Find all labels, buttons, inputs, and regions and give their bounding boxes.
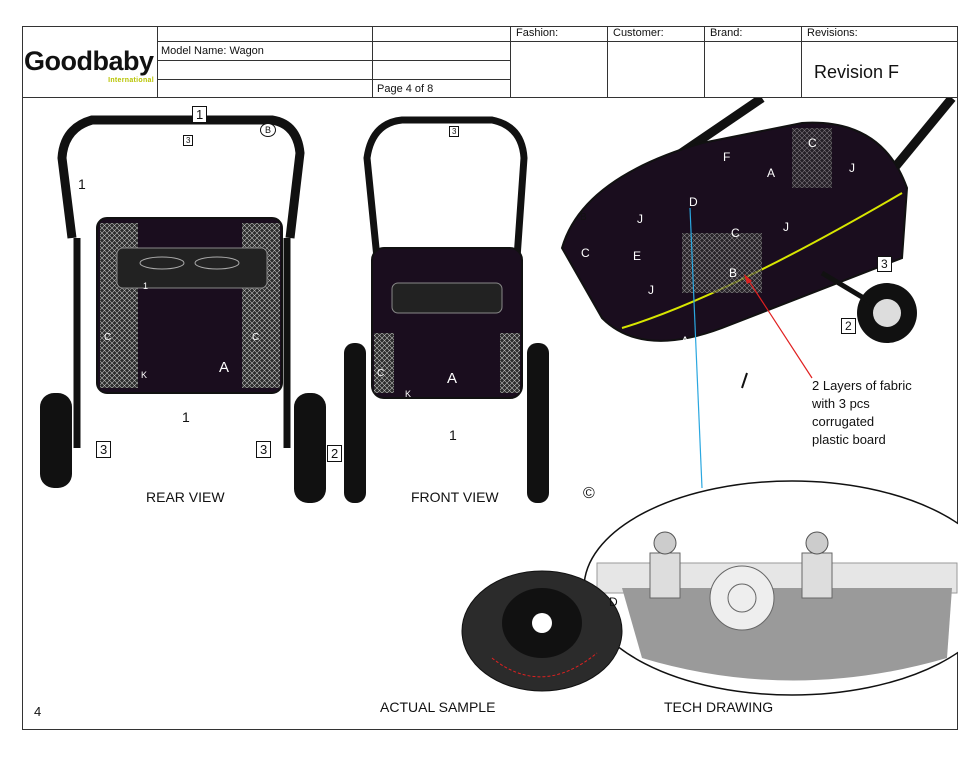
callout-B-rear: B <box>260 123 277 137</box>
callout-3-front-top: 3 <box>449 126 460 137</box>
callout-K-rear: K <box>141 370 148 380</box>
callout-1-rear-tray: 1 <box>143 281 149 291</box>
callout-B-angled-left: B <box>580 212 587 223</box>
customer-label: Customer: <box>613 27 664 39</box>
revision-value: Revision F <box>814 62 900 82</box>
angled-view-drawing <box>560 98 956 389</box>
title-block: Goodbaby International Model Name: Wagon… <box>22 26 958 98</box>
fashion-label: Fashion: <box>516 27 559 39</box>
callout-C-front: C <box>377 368 385 379</box>
callout-D-angled: D <box>689 195 698 209</box>
front-view-label: FRONT VIEW <box>411 489 499 505</box>
page-frame <box>22 26 958 730</box>
callout-2-rear: 2 <box>327 445 343 462</box>
brand-label: Brand: <box>710 27 743 39</box>
copyright-mark: © <box>583 485 595 502</box>
callout-1-rear-bottom: 1 <box>182 409 190 425</box>
red-arrow <box>746 277 813 379</box>
callout-J-angled-bottom: J <box>648 283 654 297</box>
goodbaby-logo: Goodbaby International <box>24 46 156 86</box>
fabric-note-line4: plastic board <box>812 432 886 447</box>
callout-J-angled-right: J <box>849 161 855 175</box>
callout-A-angled-bottom: A <box>681 334 690 348</box>
fabric-note-line2: with 3 pcs <box>812 396 870 411</box>
callout-C-angled-mid: C <box>731 226 740 240</box>
logo-subtext: International <box>108 77 154 84</box>
fabric-note: 2 Layers of fabric with 3 pcs corrugated… <box>812 377 912 449</box>
page-indicator: Page 4 of 8 <box>377 83 434 95</box>
actual-sample-photo <box>461 570 623 692</box>
callout-3-angled: 3 <box>877 256 892 272</box>
actual-sample-label: ACTUAL SAMPLE <box>380 699 496 715</box>
callout-B-angled: B <box>729 266 738 280</box>
callout-C-rear-right: C <box>252 332 260 343</box>
blue-arrow <box>689 207 703 489</box>
model-name: Model Name: Wagon <box>161 45 264 57</box>
callout-A-rear: A <box>219 359 230 376</box>
callout-A-front: A <box>447 370 458 387</box>
callout-3-rear-right: 3 <box>256 441 272 458</box>
rear-view-label: REAR VIEW <box>146 489 225 505</box>
revisions-label: Revisions: <box>807 27 858 39</box>
logo-text: Goodbaby <box>24 46 154 76</box>
front-view-drawing <box>344 116 549 503</box>
callout-1-front-bottom: 1 <box>449 427 457 443</box>
callout-1-rear-top: 1 <box>192 106 208 123</box>
callout-K-front: K <box>405 389 412 399</box>
callout-J-angled-left: J <box>637 212 643 226</box>
fabric-note-line1: 2 Layers of fabric <box>812 378 912 393</box>
rear-view-drawing <box>40 115 326 503</box>
callout-C-angled-top: C <box>808 136 817 150</box>
callout-J-angled-mid: J <box>783 220 789 234</box>
callout-3-rear-top: 3 <box>183 135 194 146</box>
callout-C-rear-left: C <box>104 332 112 343</box>
callout-D-tech: D <box>609 595 618 609</box>
callout-F-angled: F <box>723 150 731 164</box>
callout-1-rear-left: 1 <box>78 176 86 192</box>
callout-A-angled-top: A <box>767 166 776 180</box>
callout-C-angled-left: C <box>581 246 590 260</box>
fabric-note-line3: corrugated <box>812 414 875 429</box>
tech-drawing-detail <box>583 480 958 696</box>
callout-E-angled: E <box>633 249 642 263</box>
tech-drawing-label: TECH DRAWING <box>664 699 774 715</box>
callout-3-rear-left: 3 <box>96 441 112 458</box>
page-number: 4 <box>34 704 42 719</box>
technical-drawing <box>40 98 958 696</box>
callout-2-angled: 2 <box>841 318 856 334</box>
